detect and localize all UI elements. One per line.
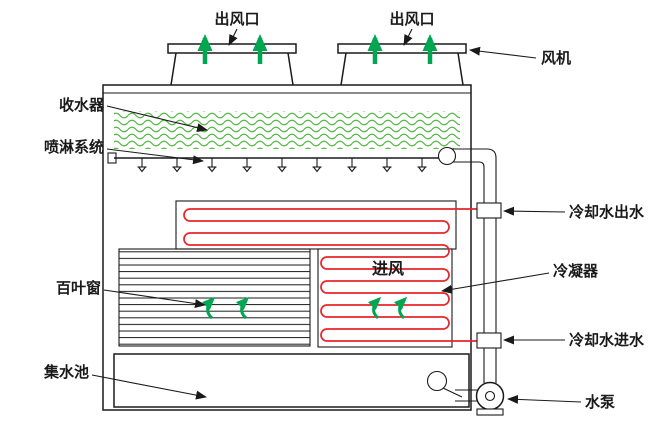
label-air-inlet: 进风 [372, 259, 404, 278]
water-pump-symbol [455, 381, 505, 416]
label-water-pump: 水泵 [585, 393, 615, 411]
cooling-water-outlet-flange [476, 202, 502, 219]
fan-leader [469, 46, 537, 59]
condenser-leader [441, 272, 550, 294]
label-condenser: 冷凝器 [553, 262, 599, 280]
louver-panel [118, 248, 311, 347]
intake-air-arrow [202, 296, 216, 320]
label-air-outlet-right: 出风口 [389, 10, 434, 28]
air-outlet-left-leader [228, 28, 238, 46]
louver-leader [103, 289, 206, 308]
label-water-basin: 集水池 [43, 363, 89, 381]
water-collector-leader [106, 105, 208, 133]
water-pump-leader [507, 394, 582, 404]
riser-pipe [453, 148, 497, 383]
air-outlet-right-leader [403, 28, 413, 46]
fan-housing-right [337, 43, 467, 86]
label-spray-system: 喷淋系统 [44, 138, 104, 156]
cooling-water-outlet-leader [503, 206, 566, 216]
cooling-water-inlet-flange [476, 332, 502, 349]
condenser-coil [183, 208, 477, 342]
label-water-collector: 收水器 [59, 96, 105, 114]
drift-eliminator-band [114, 111, 460, 149]
tower-body [102, 84, 472, 411]
coil-frame-lower [317, 248, 453, 348]
water-basin-leader [91, 374, 207, 400]
label-air-outlet-left: 出风口 [214, 10, 259, 28]
pump-base [476, 408, 504, 416]
label-fan: 风机 [541, 49, 571, 67]
water-basin [113, 353, 470, 408]
intake-air-arrow [236, 296, 250, 320]
spray-nozzles [136, 157, 428, 173]
intake-air-arrow [368, 296, 382, 320]
intake-air-arrow [394, 296, 408, 320]
label-cooling-water-outlet: 冷却水出水 [569, 203, 645, 221]
spray-system-leader [106, 148, 204, 165]
spray-system-pipe [107, 146, 457, 166]
label-cooling-water-inlet: 冷却水进水 [569, 331, 645, 349]
basin-drain-circle [426, 370, 448, 392]
fan-housing-left [167, 43, 297, 86]
label-louver: 百叶窗 [56, 279, 101, 297]
